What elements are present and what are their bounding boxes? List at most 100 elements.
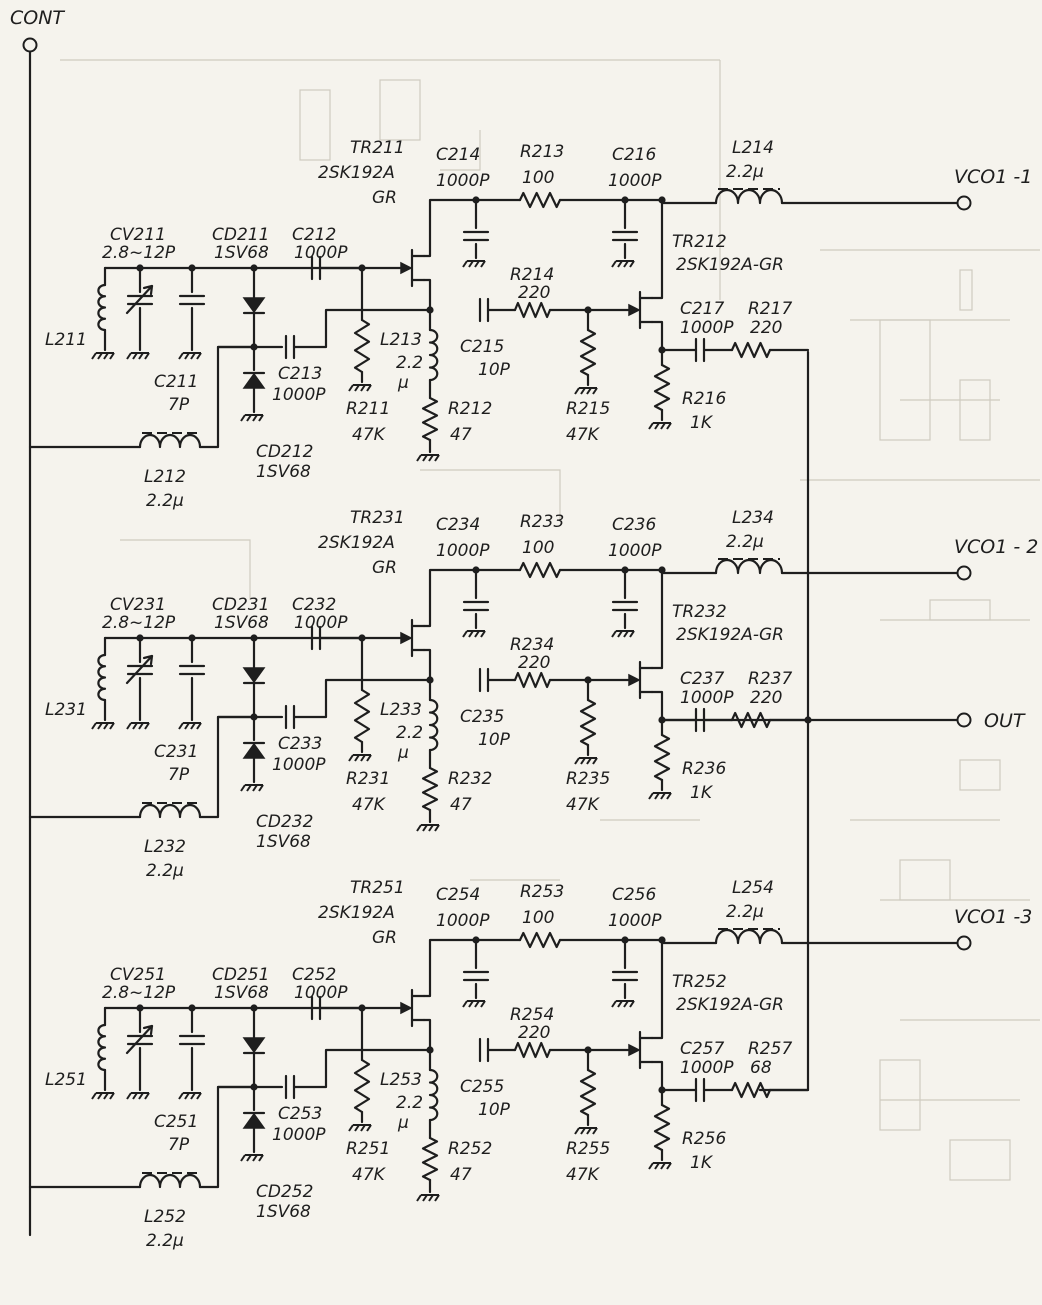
l-src-ref: L253 (380, 1070, 422, 1090)
ground-hatch (258, 1154, 264, 1162)
tr-b-part: 2SK192A-GR (676, 255, 784, 275)
wire (292, 1048, 432, 1089)
faint-component (899, 859, 951, 901)
junction-dot (188, 1004, 196, 1012)
varactor-coupling-cap (284, 1074, 296, 1100)
r-gate-b-value: 47K (566, 795, 601, 815)
ground-symbol (91, 1092, 115, 1100)
output-inductor (714, 558, 784, 575)
c-out-value: 1000P (680, 688, 734, 708)
ground-hatch (648, 1162, 654, 1170)
junction-dot (188, 634, 196, 642)
r-src-a-ref: R232 (448, 769, 492, 789)
ground-hatch (126, 1092, 132, 1100)
variable-capacitor-plates (126, 1034, 154, 1046)
ground-hatch (184, 352, 190, 360)
r-gate-b-ref: R255 (566, 1139, 610, 1159)
wire (422, 568, 522, 628)
ground-hatch (416, 824, 422, 832)
ground-hatch (240, 1154, 246, 1162)
ground-symbol (648, 422, 672, 430)
c-tune-value: 7P (168, 395, 190, 415)
ground-hatch (366, 384, 372, 392)
output-coupling-cap (694, 707, 706, 733)
ground-hatch (574, 387, 580, 395)
r-src-a-value: 47 (450, 1165, 472, 1185)
ground-symbol (574, 387, 598, 395)
choke-inductor (138, 802, 202, 819)
resistor-zigzag (518, 931, 562, 949)
variable-arrow (125, 1024, 154, 1055)
c-dec2-value: 1000P (608, 171, 662, 191)
ground-hatch (468, 630, 474, 638)
ground-symbol (178, 352, 202, 360)
ground-hatch (178, 352, 184, 360)
tuning-varcap (125, 1024, 154, 1055)
oscillator-fet (400, 248, 426, 288)
tr-a-part: 2SK192A (318, 533, 395, 553)
diode-triangle (242, 297, 266, 314)
source-inductor (428, 698, 439, 752)
ground-symbol (178, 1092, 202, 1100)
ground-symbol (126, 722, 150, 730)
supply-decoupling-cap (611, 600, 639, 612)
c-in-value: 1000P (294, 243, 348, 263)
varactor-coupling-cap (284, 334, 296, 360)
c-in-ref: C212 (292, 225, 336, 245)
junction-dot (804, 716, 812, 724)
ground-hatch (617, 630, 623, 638)
ground-hatch (184, 722, 190, 730)
c-cpl-ref: C215 (460, 337, 504, 357)
c-in-ref: C232 (292, 595, 336, 615)
junction-dot (426, 1046, 434, 1054)
ground-hatch (574, 1127, 580, 1135)
resistor-zigzag (579, 328, 597, 377)
ground-hatch (103, 1092, 109, 1100)
variable-arrow (125, 654, 154, 685)
buffer-gate-bias (579, 698, 597, 747)
ground-hatch (480, 630, 486, 638)
ground-hatch (611, 1000, 617, 1008)
c-var-ref: C213 (278, 364, 322, 384)
cd-b-value: 1SV68 (256, 1202, 311, 1222)
ground-hatch (428, 1194, 434, 1202)
l-tank-ref: L231 (45, 700, 87, 720)
output-inductor (714, 188, 784, 205)
wire (292, 308, 432, 349)
c-dec2-ref: C216 (612, 145, 657, 165)
junction-dot (426, 676, 434, 684)
l-tank-ref: L211 (45, 330, 87, 350)
ground-hatch (190, 722, 196, 730)
resistor-zigzag (513, 671, 552, 689)
tank-capacitor (178, 1034, 206, 1046)
gate-resistor (353, 318, 371, 374)
gate-resistor (353, 688, 371, 744)
ground-symbol (126, 1092, 150, 1100)
ground-hatch (654, 1162, 660, 1170)
ground-hatch (258, 784, 264, 792)
ground-hatch (416, 1194, 422, 1202)
ground-symbol (611, 1000, 635, 1008)
inductor-turns (428, 328, 439, 382)
ground-symbol (91, 352, 115, 360)
l-src-unit: μ (397, 743, 409, 763)
wire (650, 938, 664, 1040)
inductor-turns (97, 653, 107, 702)
r-drn-ref: R233 (520, 512, 564, 532)
inductor-turns (138, 803, 202, 819)
cv-ref: CV211 (110, 225, 166, 245)
ground-hatch (428, 824, 434, 832)
l-src-value: 2.2 (396, 353, 423, 373)
ground-hatch (474, 1000, 480, 1008)
ground-symbol (240, 1154, 264, 1162)
ground-hatch (422, 454, 428, 462)
ground-symbol (611, 630, 635, 638)
ground-symbol (126, 352, 150, 360)
c-dec1-ref: C234 (436, 515, 480, 535)
ground-hatch (144, 1092, 150, 1100)
variable-arrowhead (142, 654, 154, 666)
ground-hatch (103, 352, 109, 360)
r-gate-a-ref: R231 (346, 769, 390, 789)
resistor-zigzag (518, 561, 562, 579)
output-resistor (730, 341, 772, 359)
